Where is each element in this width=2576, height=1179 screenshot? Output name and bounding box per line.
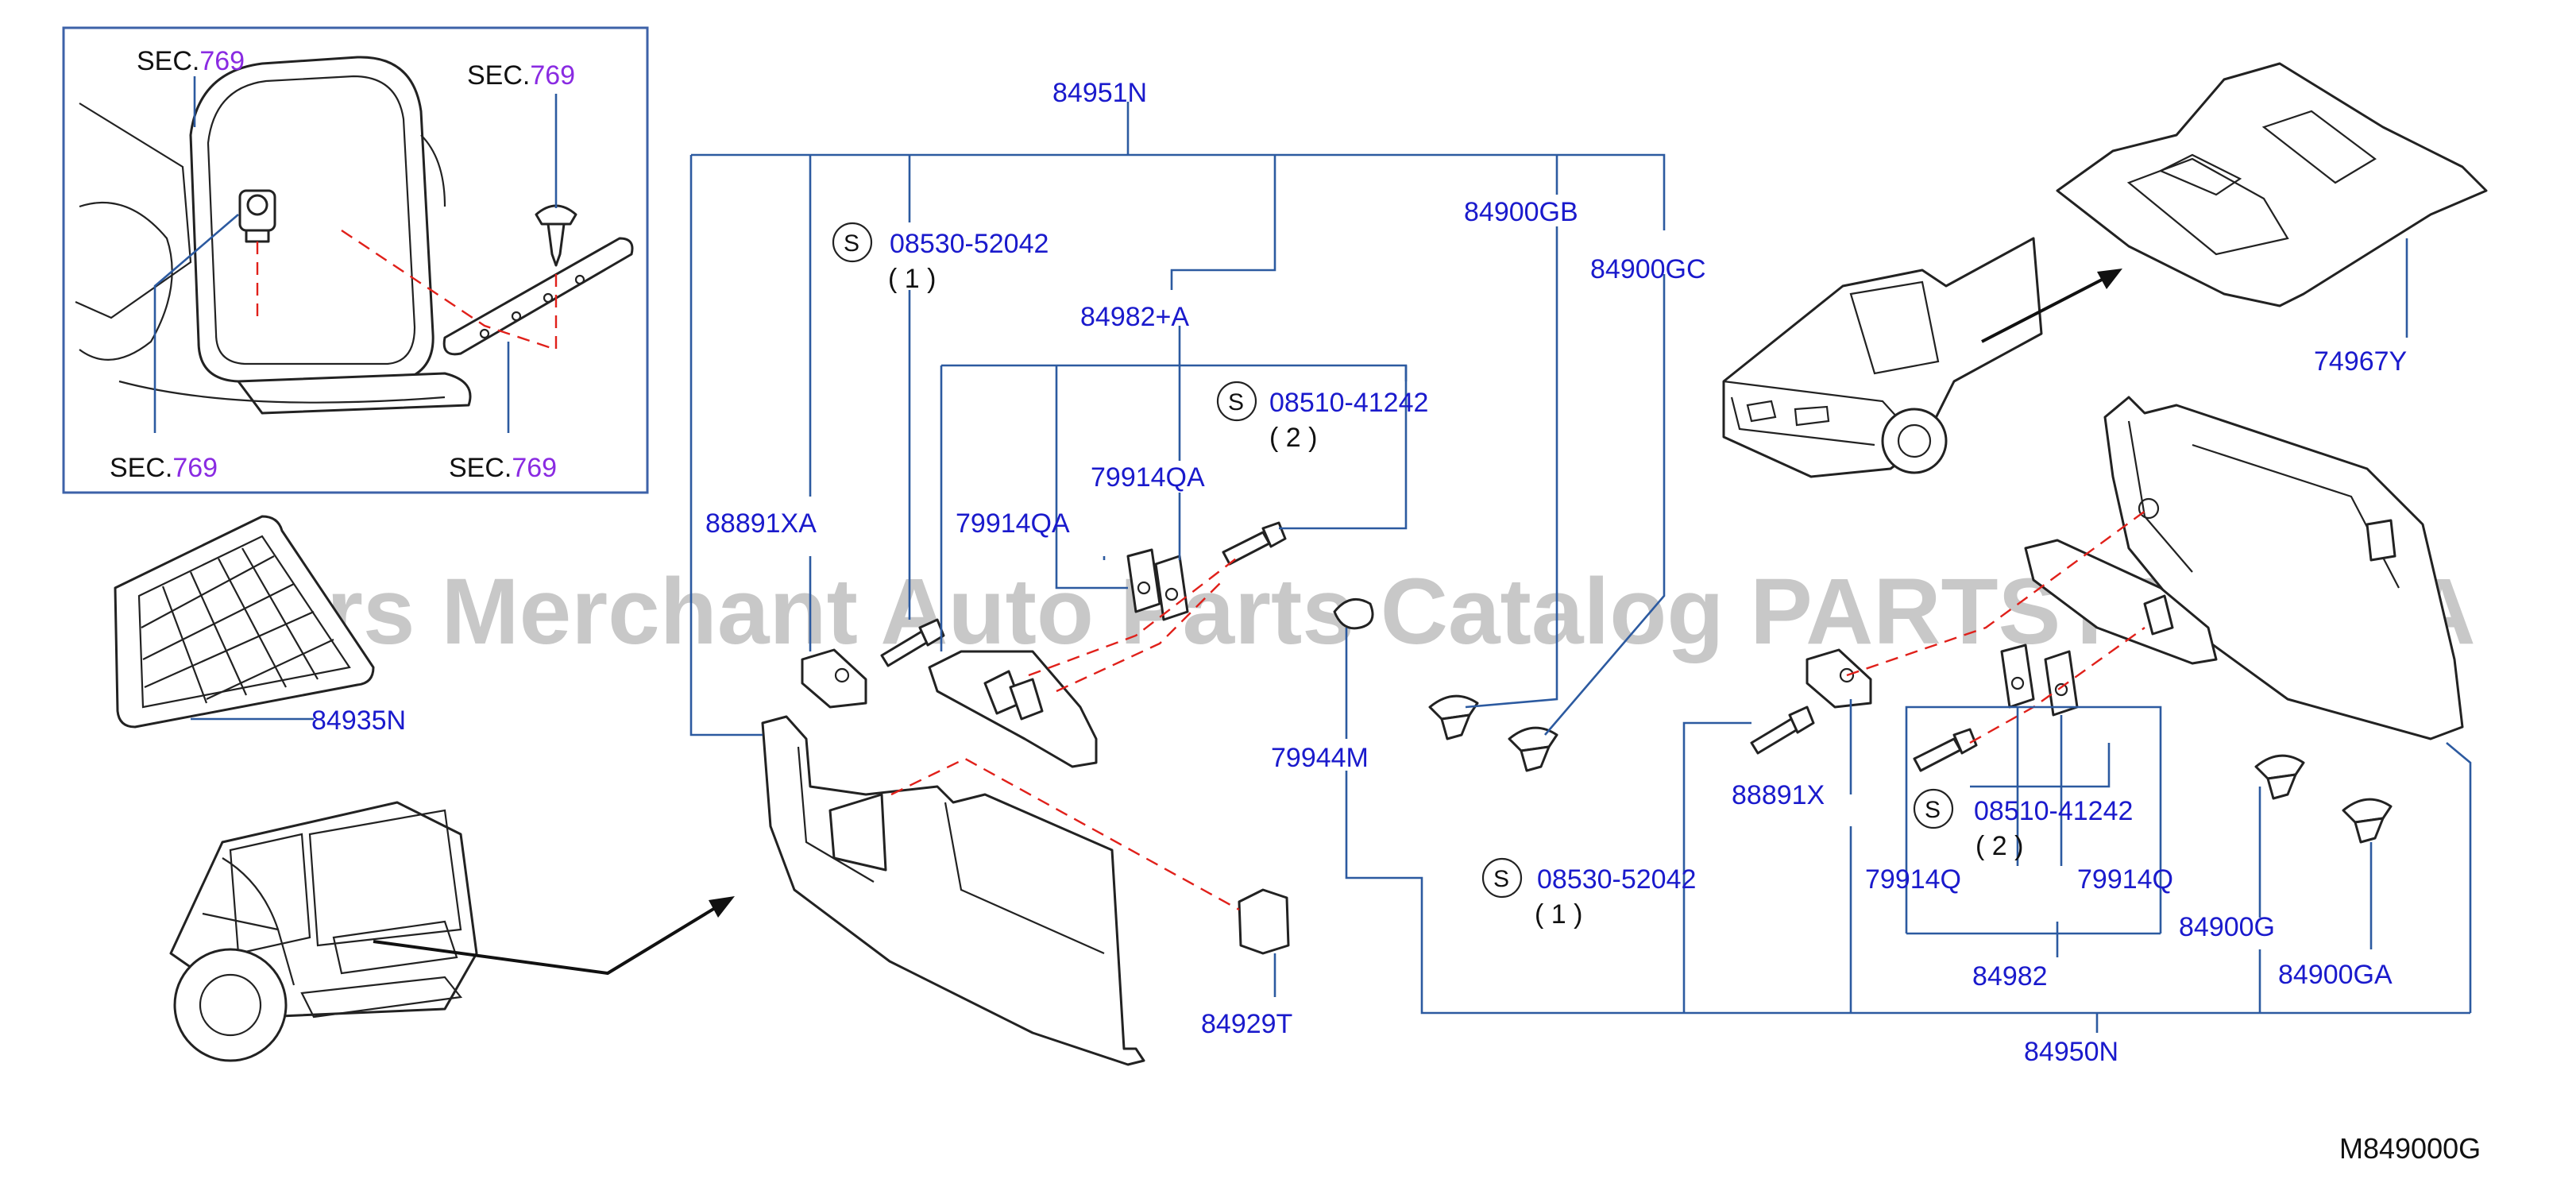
trim-panel-right: [2103, 396, 2464, 740]
screw-symbol-circle-4: [1913, 788, 1954, 829]
clip-84900GC: [1508, 726, 1558, 772]
inset-push-clip: [535, 204, 577, 267]
clip-84900G: [2254, 754, 2305, 800]
clip-79944M: [1333, 597, 1374, 630]
screw-symbol-4: S: [1925, 797, 1941, 823]
label-84900G: 84900G: [2179, 912, 2275, 942]
label-79914Q-2: 79914Q: [2077, 864, 2173, 895]
screw-08530-52042-left: [880, 618, 945, 667]
screw-symbol-2: S: [1228, 389, 1244, 416]
label-84982: 84982: [1972, 961, 2048, 992]
pickup-truck-illustration: [1722, 237, 2043, 478]
inset-sec-label-top-left: SEC.769: [137, 46, 245, 76]
inset-sec-label-top-right: SEC.769: [467, 60, 575, 91]
label-79914QA-1: 79914QA: [1091, 462, 1205, 493]
inset-sec-label-bottom-right: SEC.769: [449, 453, 557, 483]
label-79944M: 79944M: [1271, 743, 1369, 773]
label-84935N: 84935N: [311, 705, 406, 736]
label-74967Y: 74967Y: [2314, 346, 2407, 377]
qty-08530-52042-top: ( 1 ): [888, 264, 936, 294]
label-08510-41242-top: 08510-41242: [1269, 388, 1428, 418]
clip-84900GB: [1428, 694, 1479, 740]
qty-08530-52042-bottom: ( 1 ): [1535, 899, 1582, 930]
label-79914QA-2: 79914QA: [956, 508, 1070, 539]
inset-sec-label-bottom-left: SEC.769: [110, 453, 218, 483]
vehicle-rear-illustration: [169, 801, 478, 1062]
inset-clip-left: [238, 189, 276, 243]
label-08530-52042-bottom: 08530-52042: [1537, 864, 1696, 895]
diagram-code: M849000G: [2339, 1132, 2481, 1165]
bracket-plate-84982A: [928, 650, 1098, 768]
clip-84900GA: [2342, 798, 2393, 844]
cargo-net: [114, 515, 375, 729]
label-79914Q-1: 79914Q: [1865, 864, 1961, 895]
label-84900GA: 84900GA: [2278, 960, 2393, 990]
bracket-88891X: [1806, 648, 1872, 709]
inset-panel: SEC.769 SEC.769 SEC.769 SEC.769: [62, 26, 649, 494]
label-84982A: 84982+A: [1080, 302, 1189, 332]
label-08510-41242-bottom: 08510-41242: [1974, 796, 2133, 826]
label-84900GC: 84900GC: [1590, 254, 1706, 284]
qty-08510-41242-bottom: ( 2 ): [1975, 831, 2023, 861]
label-08530-52042-top: 08530-52042: [890, 229, 1049, 259]
screw-08530-52042-right: [1750, 705, 1815, 755]
floor-mat-74967Y: [2056, 62, 2488, 307]
label-88891X: 88891X: [1732, 780, 1825, 810]
screw-symbol-circle-1: [832, 222, 873, 263]
pad-84929T: [1238, 888, 1290, 955]
screw-08510-41242-right: [1913, 728, 1978, 772]
label-84951N: 84951N: [1052, 78, 1147, 108]
qty-08510-41242-top: ( 2 ): [1269, 423, 1317, 453]
clip-79914QA-pair: [1126, 548, 1189, 621]
inset-door-illustration: [75, 56, 472, 415]
screw-symbol-circle-3: [1481, 857, 1523, 899]
screw-08510-41242-top: [1222, 521, 1287, 566]
screw-symbol-3: S: [1493, 866, 1509, 892]
screw-symbol-circle-2: [1216, 381, 1257, 422]
label-84929T: 84929T: [1201, 1009, 1292, 1039]
bracket-88891XA: [801, 648, 867, 709]
label-84900GB: 84900GB: [1464, 197, 1578, 227]
inset-trim-strip: [442, 237, 634, 356]
screw-symbol-1: S: [844, 230, 859, 257]
bracket-plate-84982: [2024, 539, 2218, 665]
label-88891XA: 88891XA: [705, 508, 817, 539]
label-84950N: 84950N: [2024, 1037, 2118, 1067]
trim-panel-left: [761, 715, 1145, 1066]
